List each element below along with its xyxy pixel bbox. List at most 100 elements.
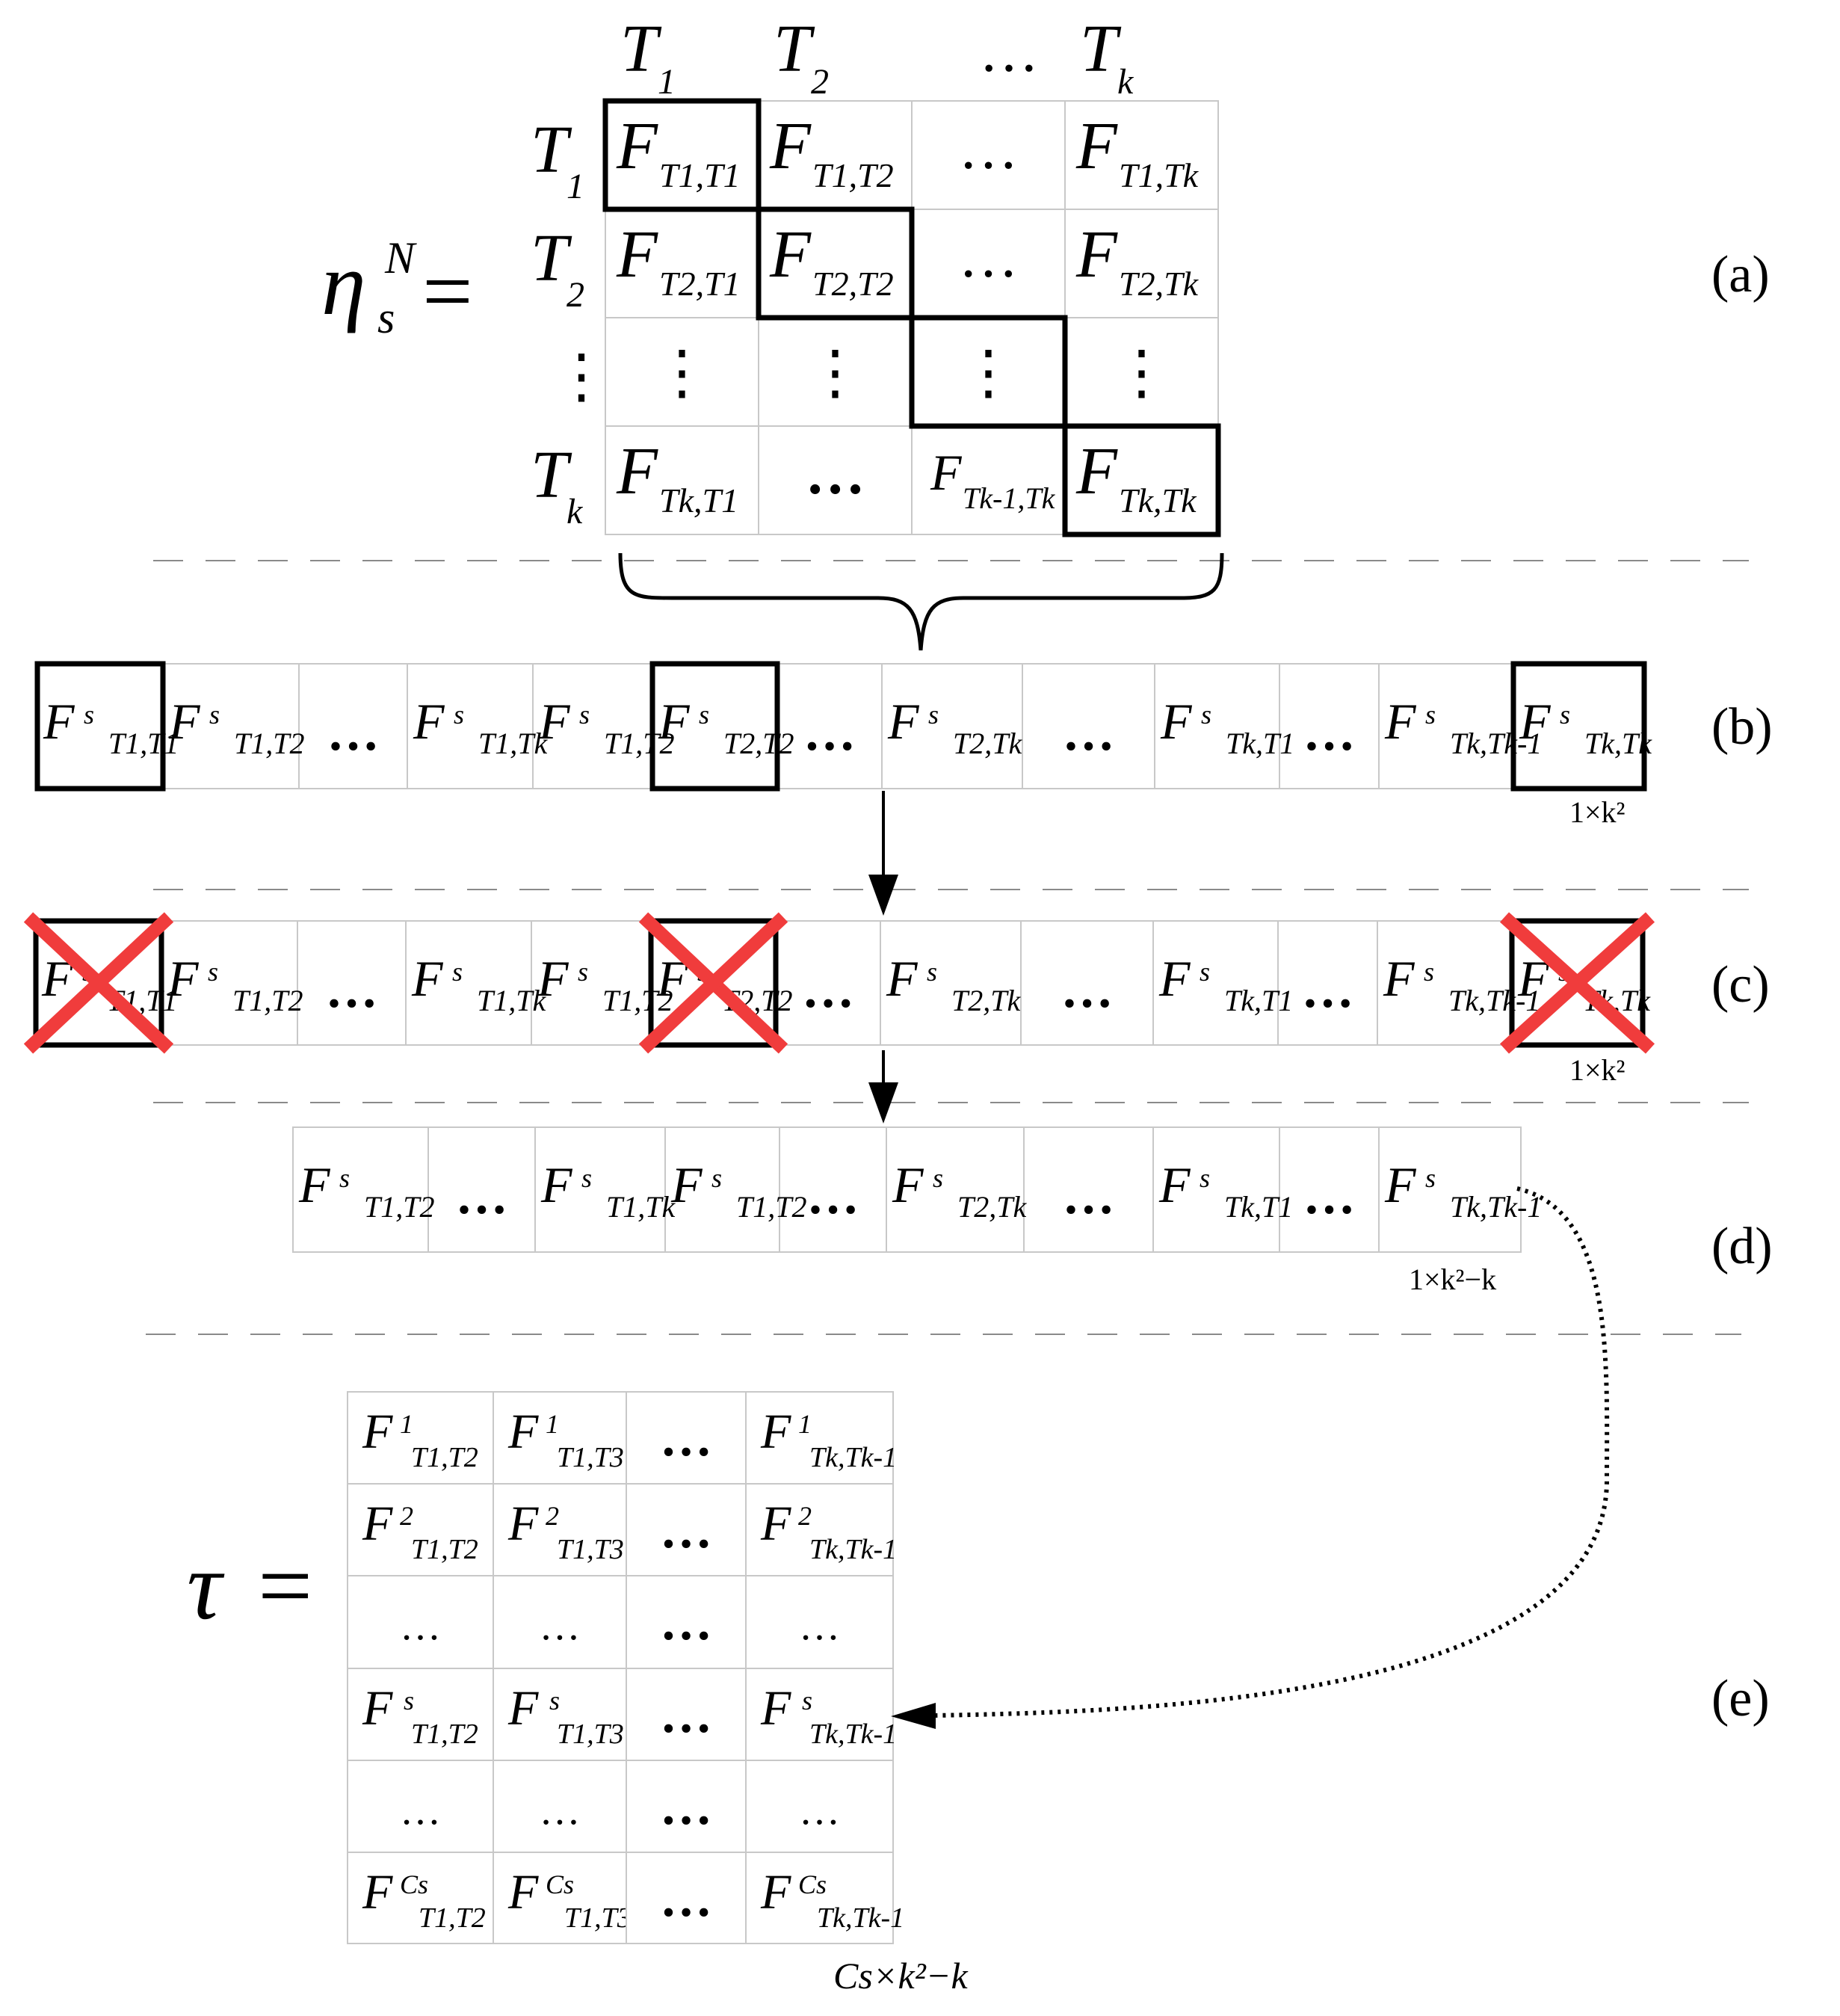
matrix-e-F: F: [362, 1496, 393, 1551]
matrix-e-cell: [493, 1852, 627, 1944]
matrix-e-ellipsis: …: [400, 1603, 441, 1648]
row-d-cell: [534, 1126, 666, 1253]
matrix-a-cell: [758, 425, 913, 535]
matrix-e-cell: [347, 1483, 494, 1576]
col-header-0: T: [620, 12, 662, 86]
row-c-cell: [297, 920, 407, 1046]
matrix-a-cell-sub: T2,Tk: [1119, 265, 1200, 303]
col-header-2: …: [979, 19, 1039, 84]
row-b-cell: [1154, 663, 1280, 789]
row-c-F: F: [537, 950, 569, 1007]
row-c-cell: [880, 920, 1022, 1046]
row-c: FsT1,T1FsT1,T2…FsT1,TkFsT1,T2FsT2,T2…FsT…: [23, 912, 1655, 1087]
matrix-e-F: F: [760, 1496, 791, 1551]
matrix-e-F: F: [760, 1865, 791, 1920]
row-c-ellipsis: …: [1302, 961, 1354, 1019]
row-header-3: T: [531, 438, 572, 512]
col-header-3: T: [1080, 12, 1122, 86]
row-header-sub-3: k: [566, 492, 584, 531]
matrix-e-sup: Cs: [798, 1869, 827, 1899]
arrow-c-to-d: [868, 1050, 898, 1123]
matrix-e-F: F: [507, 1681, 539, 1736]
row-d-sup: s: [339, 1163, 350, 1193]
row-d-cell: [292, 1126, 429, 1253]
matrix-e-cell: [745, 1575, 894, 1669]
row-b-sub: Tk,Tk-1: [1450, 727, 1542, 760]
row-d-F: F: [892, 1156, 924, 1213]
row-b-F: F: [658, 693, 691, 750]
svg-text:η: η: [321, 234, 366, 333]
row-b-sup: s: [209, 700, 220, 730]
matrix-a-cell-sub: Tk-1,Tk: [963, 481, 1056, 515]
matrix-a-cell: [605, 209, 759, 318]
matrix-e-sup: 2: [798, 1501, 812, 1531]
row-c-cell: [531, 920, 652, 1046]
matrix-e-ellipsis: …: [660, 1594, 712, 1651]
row-c-size-label: 1×k²: [1569, 1053, 1626, 1087]
matrix-e-sub: T1,T3: [557, 1718, 624, 1750]
row-b-diag-frame: [1510, 661, 1647, 792]
row-b-ellipsis: …: [803, 704, 856, 762]
cross-icon: [638, 912, 788, 1054]
matrix-a-cell-sub: T1,T1: [659, 156, 741, 194]
matrix-e-sub: T1,T3: [557, 1534, 624, 1565]
matrix-e-sub: T1,T3: [564, 1902, 632, 1934]
matrix-e-F: F: [362, 1865, 393, 1920]
matrix-e-cell: [347, 1391, 494, 1485]
row-c-cell: [1277, 920, 1378, 1046]
row-b-cell: [162, 663, 300, 789]
arrow-b-to-c: [868, 791, 898, 916]
row-c-diag-frame: [1509, 918, 1646, 1048]
row-d-F: F: [540, 1156, 573, 1213]
col-header-sub-0: 1: [658, 62, 676, 102]
row-header-1: T: [531, 221, 572, 295]
row-b-F: F: [1519, 693, 1552, 750]
row-b-F: F: [1160, 693, 1193, 750]
row-d-sub: T1,Tk: [606, 1190, 676, 1224]
row-b-sup: s: [1560, 700, 1570, 730]
row-c-F: F: [167, 950, 200, 1007]
col-header-sub-3: k: [1117, 62, 1134, 102]
row-b-sup: s: [579, 700, 590, 730]
row-b-sup: s: [84, 700, 94, 730]
col-header-sub-1: 2: [811, 62, 829, 102]
row-d-ellipsis: …: [456, 1168, 508, 1225]
matrix-a-cell-sub: T1,T2: [812, 156, 894, 194]
row-b-ellipsis: …: [1063, 704, 1115, 762]
row-b-ellipsis: …: [327, 704, 380, 762]
matrix-e-ellipsis: …: [660, 1870, 712, 1928]
matrix-a-cell: [911, 425, 1066, 535]
row-d-size-label: 1×k²−k: [1409, 1263, 1496, 1296]
row-c-ellipsis: …: [1061, 961, 1114, 1019]
row-d-F: F: [1384, 1156, 1417, 1213]
row-b-ellipsis: …: [1303, 704, 1356, 762]
matrix-e-cell: [493, 1575, 627, 1669]
row-b-sub: T1,T1: [108, 727, 179, 760]
row-b-diag-frame: [649, 661, 780, 792]
row-b-sup: s: [1425, 700, 1436, 730]
matrix-e-F: F: [507, 1405, 539, 1459]
matrix-e-sub: T1,T2: [419, 1902, 486, 1934]
row-b-sub: Tk,Tk: [1584, 727, 1652, 760]
matrix-a-cell-F: F: [1075, 218, 1118, 292]
row-b-cell: [1378, 663, 1514, 789]
row-c-sup: s: [208, 957, 218, 987]
matrix-a-cell-sub: Tk,Tk: [1119, 481, 1197, 520]
matrix-a-cell-ellipsis: ⋮: [652, 340, 712, 406]
matrix-e-sup: s: [802, 1686, 812, 1716]
row-b-sub: T1,T2: [234, 727, 305, 760]
svg-text:=: =: [258, 1532, 312, 1640]
matrix-e-cell: [745, 1483, 894, 1576]
row-d-sub: T1,T2: [364, 1190, 435, 1224]
matrix-e-sub: T1,T3: [557, 1442, 624, 1473]
row-c-cell: [405, 920, 532, 1046]
row-b-diag-frame: [34, 661, 166, 792]
row-c-F: F: [1383, 950, 1415, 1007]
matrix-a-cell-ellipsis: ⋮: [806, 340, 865, 406]
matrix-e-F: F: [507, 1496, 539, 1551]
matrix-e-ellipsis: …: [799, 1787, 840, 1833]
diagonal-highlight: [909, 315, 1068, 429]
panel-label-d: (d): [1711, 1218, 1773, 1275]
